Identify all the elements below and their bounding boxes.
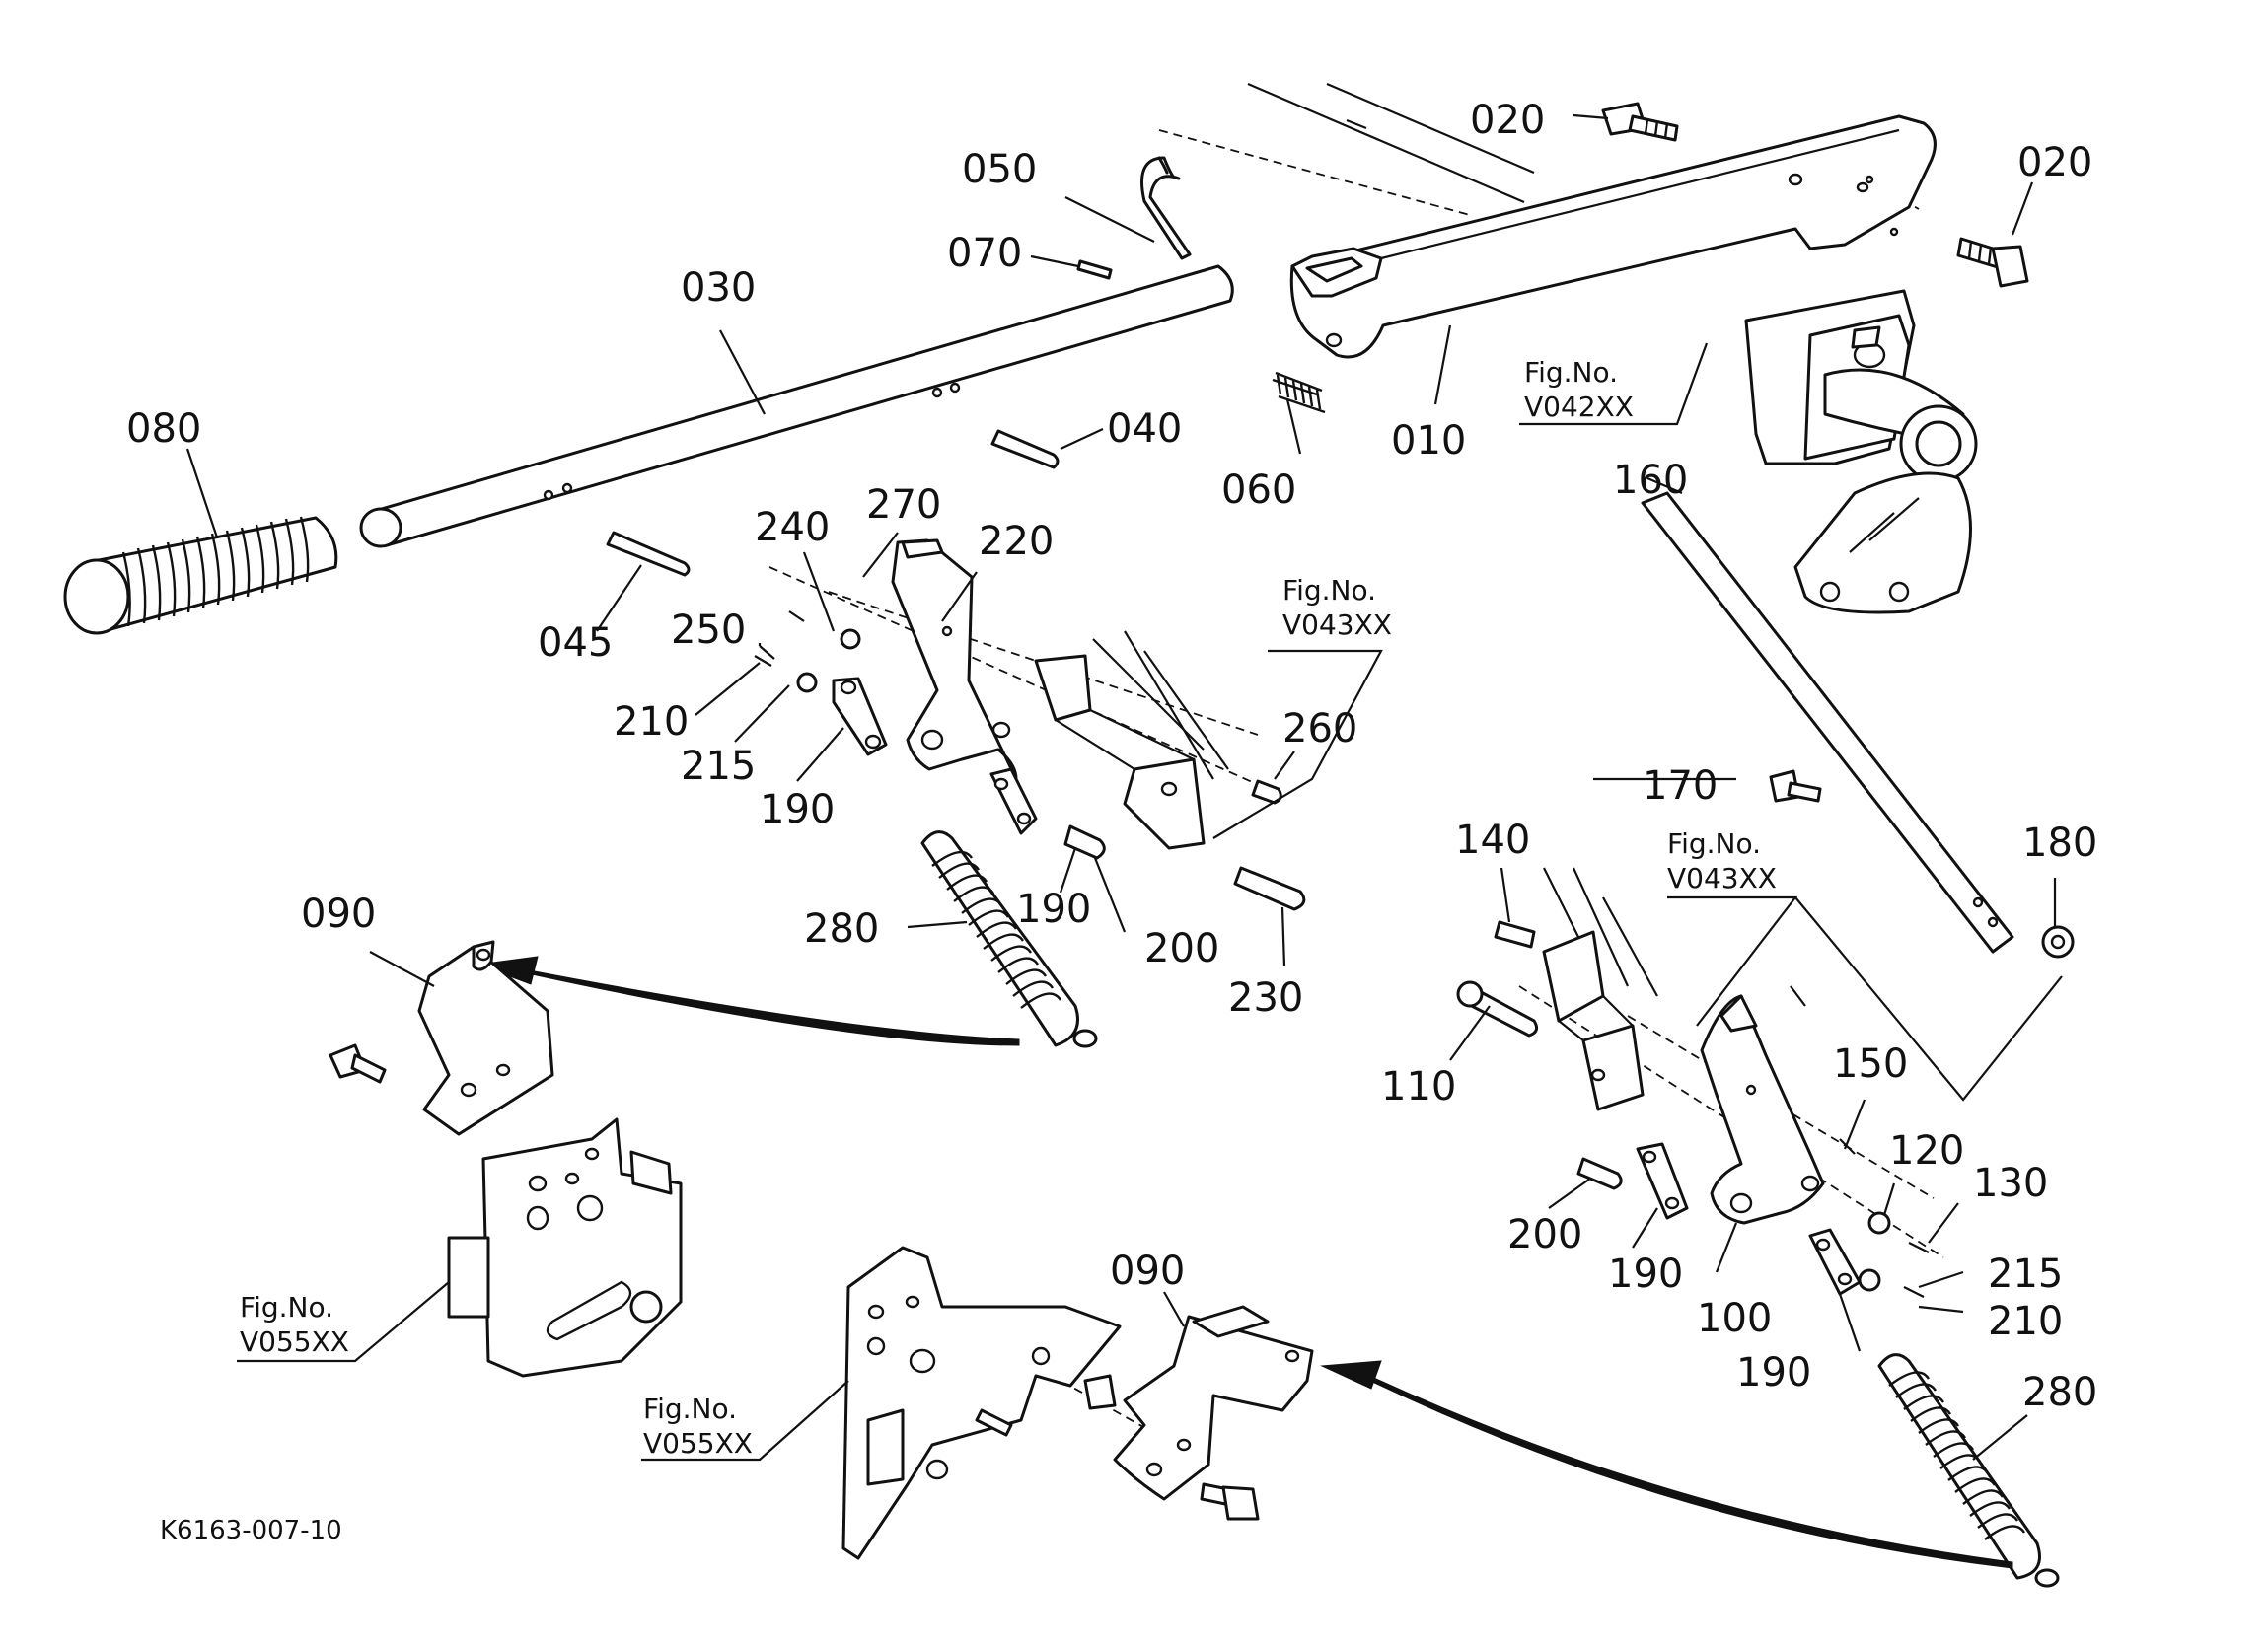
grip-080 <box>63 516 338 635</box>
fig-ref-v055-left-prefix: Fig.No. <box>240 1291 333 1324</box>
figure-references: Fig.No. V042XX Fig.No. V043XX Fig.No. V0… <box>240 356 1777 1460</box>
label-190-c: 190 <box>1608 1252 1683 1297</box>
spring-280-lower <box>1877 1353 2060 1588</box>
label-250: 250 <box>671 608 746 653</box>
pin-230 <box>1233 866 1306 911</box>
label-140: 140 <box>1455 818 1530 863</box>
pin-110 <box>1456 980 1539 1038</box>
part-labels: 010 020 020 030 040 045 050 060 070 080 … <box>126 98 2097 1415</box>
label-260: 260 <box>1282 706 1357 751</box>
lever-arm-010 <box>1289 114 1937 359</box>
label-050: 050 <box>962 147 1037 192</box>
label-180: 180 <box>2022 821 2097 866</box>
nut-180 <box>2041 925 2075 959</box>
link-190-mid <box>989 767 1038 835</box>
label-020-right: 020 <box>2017 140 2092 185</box>
label-190-b: 190 <box>1016 887 1091 932</box>
bracket-100 <box>1700 994 1825 1225</box>
label-010: 010 <box>1391 418 1466 464</box>
label-190-d: 190 <box>1736 1350 1811 1396</box>
label-120: 120 <box>1889 1128 1964 1174</box>
spring-280-upper <box>920 830 1098 1048</box>
fig-ref-v043-upper-prefix: Fig.No. <box>1282 574 1376 607</box>
label-060: 060 <box>1221 467 1296 513</box>
label-280-upper: 280 <box>804 906 879 952</box>
arrow-lower <box>1320 1360 2013 1569</box>
label-045: 045 <box>538 620 613 666</box>
label-160: 160 <box>1613 458 1688 503</box>
label-270: 270 <box>866 482 941 528</box>
plate-v055xx-left <box>447 1117 683 1378</box>
rod-160 <box>1641 491 2014 954</box>
washers-upper <box>754 610 861 693</box>
label-215-b: 215 <box>1988 1252 2063 1297</box>
bolt-170 <box>1769 769 1822 803</box>
pin-200-lower <box>1576 1157 1623 1190</box>
label-210-a: 210 <box>614 699 689 745</box>
fig-ref-v042: V042XX <box>1524 391 1634 423</box>
bolt-upper-left <box>329 1043 387 1084</box>
bolt-020-upper <box>1601 102 1679 142</box>
fig-ref-v043-lower: V043XX <box>1667 862 1777 895</box>
pin-070 <box>1076 259 1113 280</box>
assembly-v042xx <box>1744 289 1978 614</box>
link-190-lower-a <box>1636 1142 1689 1220</box>
bolt-lower <box>1200 1482 1260 1521</box>
bolt-020-right <box>1956 237 2029 288</box>
pipe-030 <box>359 264 1234 548</box>
fig-ref-v043-upper: V043XX <box>1282 608 1392 641</box>
bracket-090-upper <box>417 940 554 1136</box>
fig-ref-v042-prefix: Fig.No. <box>1524 356 1618 389</box>
pin-045 <box>606 531 691 577</box>
link-190-lower-b <box>1808 1228 1862 1296</box>
label-130: 130 <box>1973 1161 2048 1206</box>
label-215-a: 215 <box>681 744 756 789</box>
leader-lines <box>185 113 2063 1462</box>
label-170: 170 <box>1643 763 1718 809</box>
pin-200-upper <box>1063 824 1106 860</box>
bracket-090-lower <box>1113 1305 1314 1501</box>
spring-060 <box>1272 371 1326 414</box>
link-190-upper <box>832 677 888 756</box>
pin-040 <box>990 429 1060 469</box>
label-030: 030 <box>681 265 756 311</box>
label-100: 100 <box>1697 1296 1772 1341</box>
bracket-v043xx-upper <box>1034 654 1206 850</box>
bracket-220 <box>891 538 1018 781</box>
pin-140 <box>1494 920 1536 949</box>
label-230: 230 <box>1228 975 1303 1021</box>
label-070: 070 <box>947 231 1022 276</box>
label-090-upper: 090 <box>301 892 376 937</box>
label-090-lower: 090 <box>1110 1249 1185 1294</box>
label-040: 040 <box>1107 406 1182 452</box>
label-150: 150 <box>1833 1041 1908 1087</box>
arrow-upper <box>477 956 1020 1046</box>
label-110: 110 <box>1381 1064 1456 1109</box>
label-240: 240 <box>755 505 830 550</box>
fig-ref-v055-left: V055XX <box>240 1325 349 1358</box>
label-020-upper: 020 <box>1470 98 1545 143</box>
label-200-a: 200 <box>1144 926 1219 971</box>
label-080: 080 <box>126 406 201 452</box>
label-210-b: 210 <box>1988 1299 2063 1344</box>
label-280-lower: 280 <box>2022 1370 2097 1415</box>
label-220: 220 <box>979 519 1054 564</box>
fig-ref-v043-lower-prefix: Fig.No. <box>1667 827 1761 860</box>
fig-ref-v055-lower-prefix: Fig.No. <box>643 1393 737 1425</box>
label-190-a: 190 <box>760 787 835 832</box>
bracket-v043xx-lower <box>1542 930 1645 1111</box>
fig-ref-v055-lower: V055XX <box>643 1427 753 1460</box>
drawing-code: K6163-007-10 <box>160 1516 342 1545</box>
construction-lines <box>768 82 1944 1451</box>
pin-050 <box>1140 156 1192 260</box>
plate-v055xx-lower <box>841 1246 1122 1560</box>
washers-lower <box>1839 1138 1930 1298</box>
label-200-b: 200 <box>1507 1212 1582 1257</box>
